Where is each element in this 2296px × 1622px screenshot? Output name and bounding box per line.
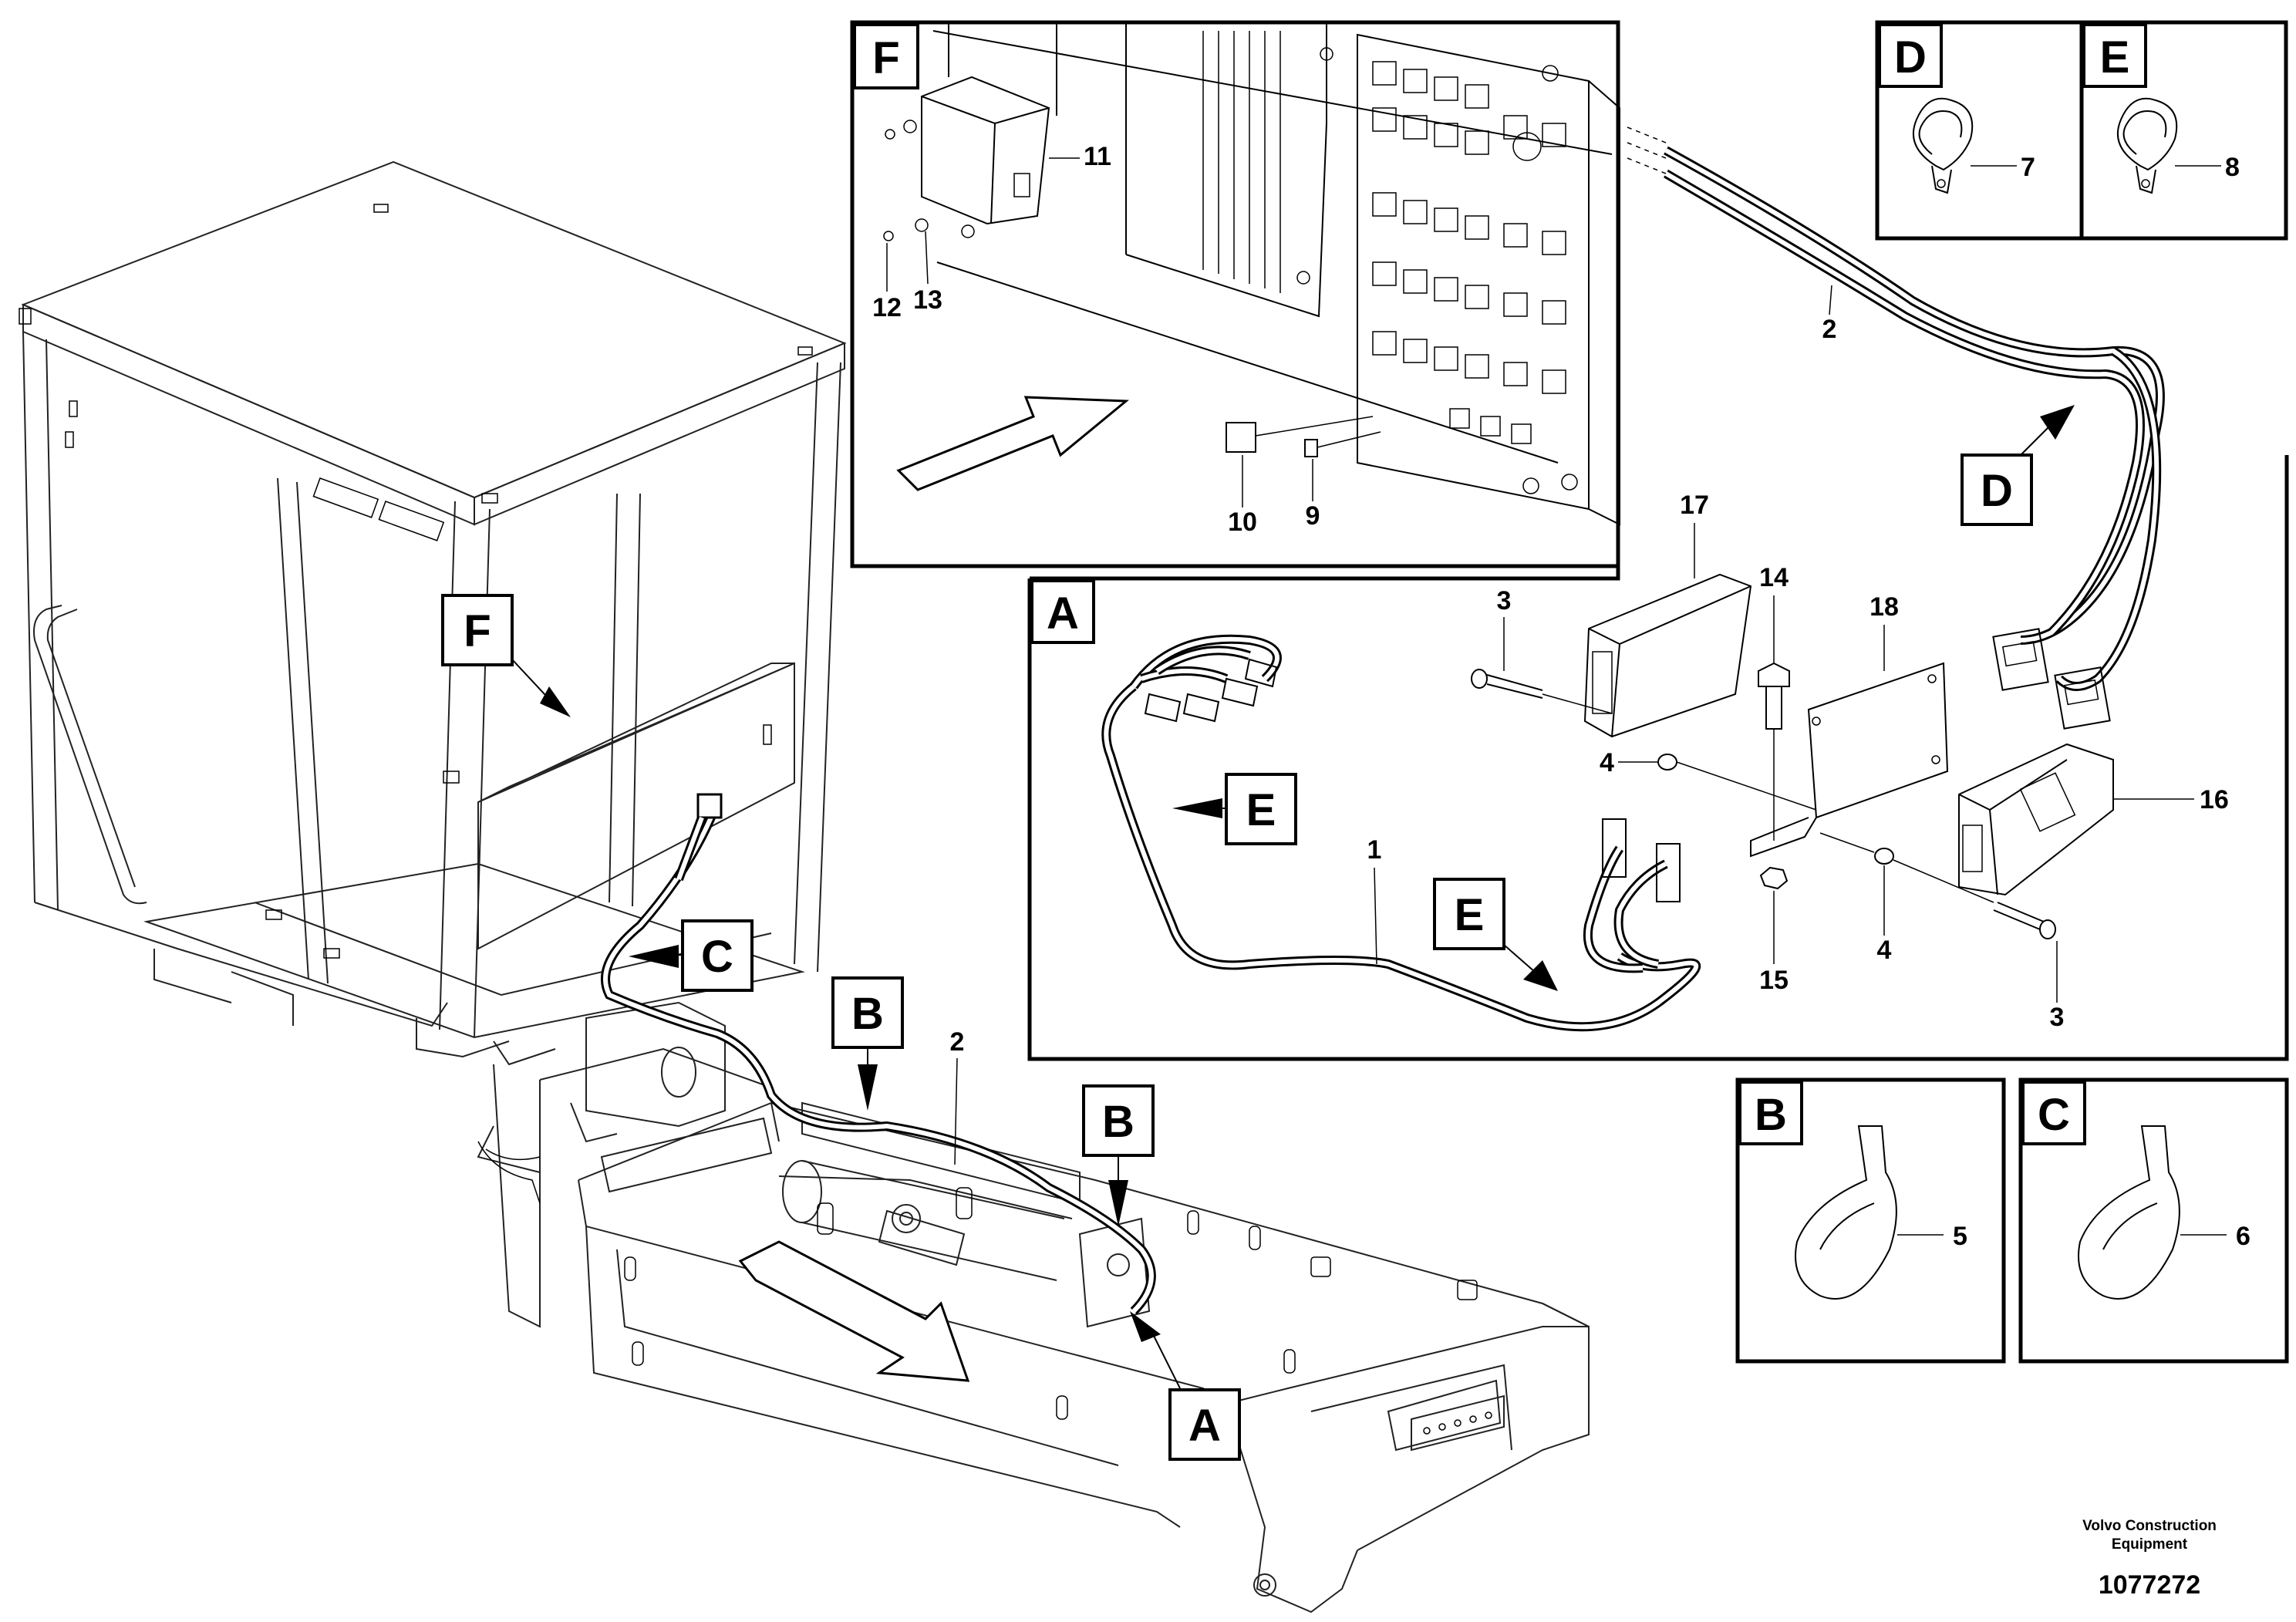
svg-text:16: 16 [2200,785,2229,814]
callout-A-main: A [1130,1311,1241,1461]
svg-text:E: E [1246,785,1276,835]
svg-text:6: 6 [2236,1222,2250,1251]
p-clip-7 [1913,97,1974,194]
screw-3-right [1893,859,2056,939]
svg-text:F: F [872,33,899,83]
svg-text:15: 15 [1759,966,1789,995]
callout-C-main: C [629,919,754,992]
washer-4-left [1657,754,1677,771]
svg-text:2: 2 [1822,315,1837,344]
svg-text:13: 13 [913,285,942,315]
cable-tie-6 [2078,1125,2180,1300]
svg-text:7: 7 [2021,153,2035,182]
cab-frame-drawing [19,160,847,1066]
detail-F-panel: F [850,20,1620,568]
svg-text:4: 4 [1600,748,1614,777]
svg-text:D: D [1981,466,2013,516]
svg-text:14: 14 [1759,563,1789,592]
detail-E-panel: E 8 [2079,20,2288,241]
svg-text:F: F [464,606,491,656]
svg-text:A: A [1047,588,1079,639]
svg-text:B: B [1755,1090,1787,1140]
svg-text:9: 9 [1306,501,1320,531]
callout-E-detail-2: E [1433,878,1558,991]
svg-text:8: 8 [2225,153,2240,182]
part-2-main-label: 2 [950,1027,965,1165]
detail-F-arrow [896,396,1129,491]
part-18-bracket [1750,662,1949,858]
callout-F-main: F [441,594,571,717]
part-17-unit [1583,573,1752,738]
svg-text:E: E [1455,890,1485,940]
detail-C-panel: C 6 [2018,1077,2289,1364]
callout-B-main-1: B [831,976,904,1111]
part-9-fuse [1304,439,1318,457]
chassis-drawing [477,1001,1590,1614]
svg-text:B: B [1102,1097,1135,1147]
cable-tie-5 [1795,1125,1897,1300]
harness-1 [1101,634,1701,1032]
svg-text:C: C [701,932,733,982]
bolt-14 [1758,662,1790,730]
screw-3-left [1471,669,1613,714]
relay-grid [1372,61,1578,494]
svg-text:17: 17 [1680,491,1709,520]
svg-text:5: 5 [1953,1222,1967,1251]
drawing-number: 1077272 [2099,1570,2200,1600]
brand-line-1: Volvo Construction [2082,1518,2217,1534]
part-16-unit [1958,743,2114,896]
washer-4-right [1874,848,1894,865]
svg-text:D: D [1894,32,1927,83]
svg-text:18: 18 [1870,592,1899,622]
part-10-relay [1226,422,1256,453]
svg-text:10: 10 [1228,508,1257,537]
direction-arrow [738,1240,970,1382]
footer: Volvo Construction Equipment 1077272 [2082,1518,2217,1600]
callout-E-detail-1: E [1172,773,1297,845]
svg-text:C: C [2038,1090,2070,1140]
svg-text:12: 12 [872,293,902,322]
part-11-module [883,76,1050,241]
svg-text:3: 3 [1497,586,1512,615]
svg-text:4: 4 [1877,936,1892,965]
svg-text:E: E [2100,32,2130,83]
p-clip-8 [2117,97,2178,194]
svg-text:1: 1 [1367,835,1382,865]
harness-2-main-view [601,793,1156,1315]
svg-text:A: A [1188,1401,1221,1451]
svg-text:2: 2 [950,1027,965,1057]
svg-text:3: 3 [2050,1003,2065,1032]
detail-D-panel: D 7 [1875,20,2084,241]
harness-2-detail: 2 [1627,126,2165,730]
svg-text:B: B [851,989,884,1039]
callout-D-detail: D [1961,405,2075,526]
detail-A-panel: A 1 E [1027,455,2289,1061]
svg-text:11: 11 [1084,142,1111,171]
callout-B-main-2: B [1082,1084,1155,1226]
detail-B-panel: B 5 [1735,1077,2006,1364]
nut-15 [1759,866,1789,890]
brand-line-2: Equipment [2112,1536,2188,1553]
